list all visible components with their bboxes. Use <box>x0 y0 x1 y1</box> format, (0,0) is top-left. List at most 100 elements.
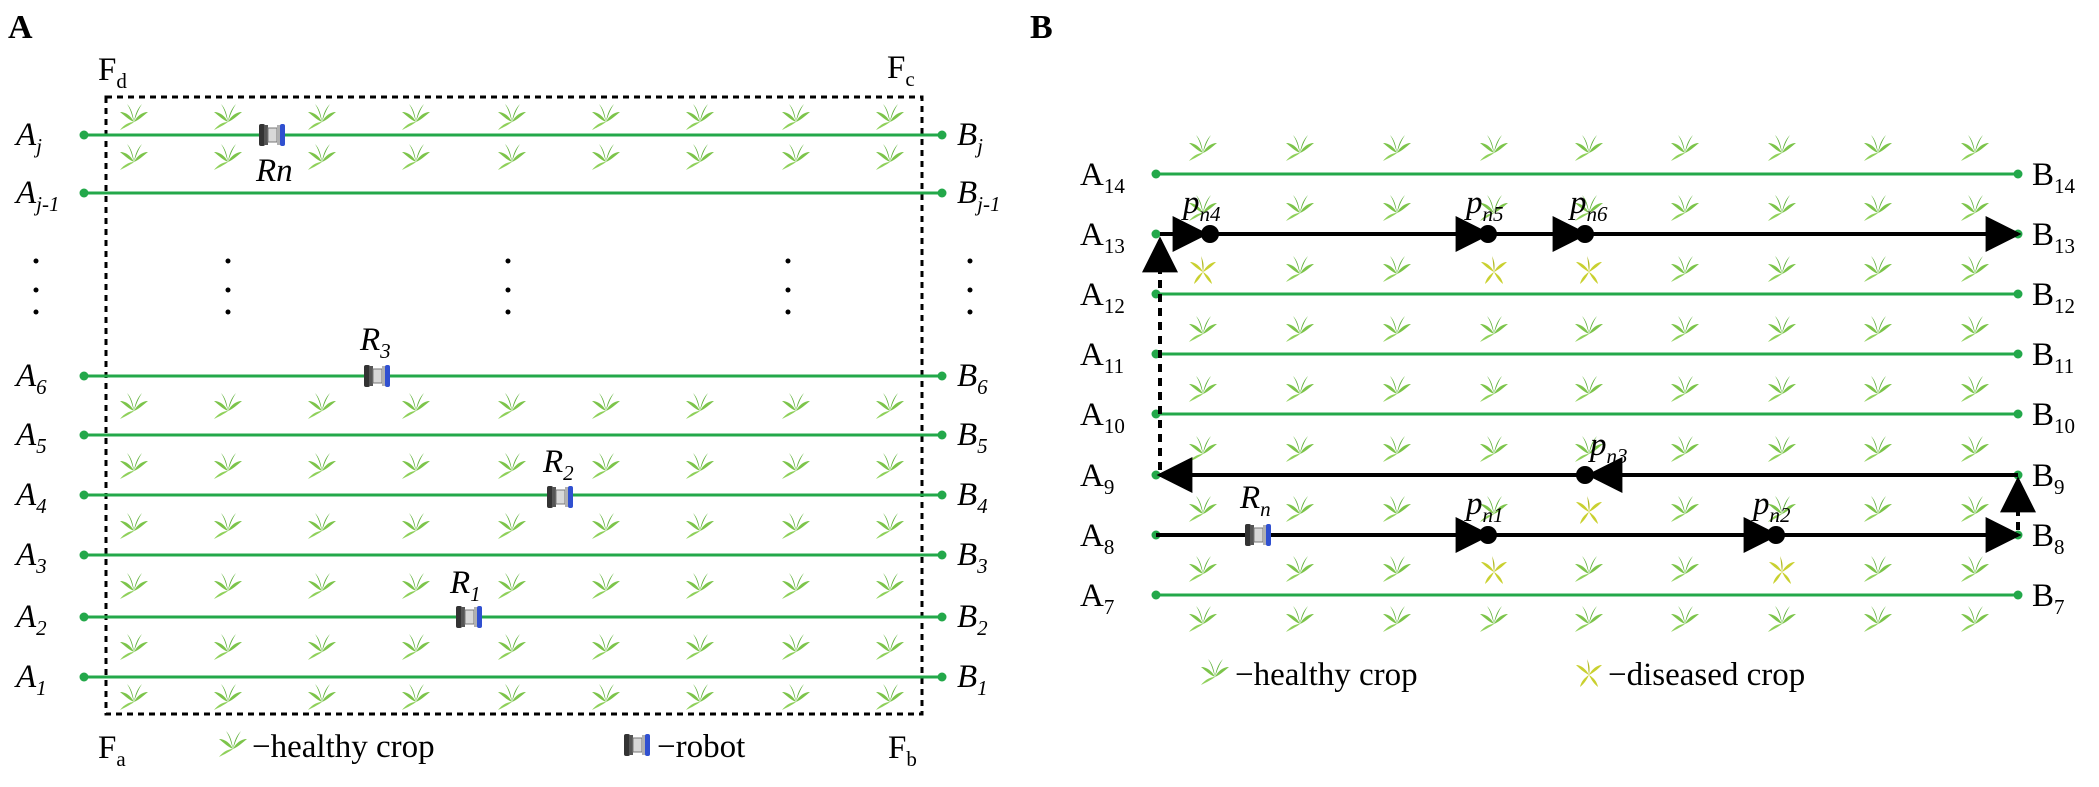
row-endpoint <box>937 371 947 381</box>
healthy-crop-icon <box>1189 436 1217 462</box>
healthy-crop-icon <box>1480 316 1508 342</box>
ellipsis-dot <box>967 258 973 264</box>
legend-healthy-crop: −healthy crop <box>1235 657 1418 693</box>
diseased-crop-icon <box>1576 659 1602 687</box>
healthy-crop-icon <box>1286 135 1314 161</box>
healthy-crop-icon <box>308 573 336 599</box>
ellipsis-dot <box>33 287 39 293</box>
healthy-crop-icon <box>1201 659 1229 685</box>
waypoint-label: pn2 <box>1751 486 1791 527</box>
waypoint-label: pn3 <box>1588 427 1628 468</box>
healthy-crop-icon <box>120 393 148 419</box>
waypoint-pn4 <box>1201 225 1219 243</box>
row-label-right: B14 <box>2032 157 2076 198</box>
healthy-crop-icon <box>1189 496 1217 522</box>
healthy-crop-icon <box>498 144 526 170</box>
healthy-crop-icon <box>1383 496 1411 522</box>
corner-fd: Fd <box>98 52 127 93</box>
row-label-left: A3 <box>14 537 47 578</box>
healthy-crop-icon <box>214 573 242 599</box>
waypoint-pn5 <box>1479 225 1497 243</box>
row-label-left: A7 <box>1080 578 1114 619</box>
ellipsis-dot <box>225 287 231 293</box>
healthy-crop-icon <box>876 104 904 130</box>
ellipsis-dots <box>33 258 973 315</box>
ellipsis-dot <box>785 258 791 264</box>
row-label-right: Bj <box>957 117 983 158</box>
waypoint-pn3 <box>1576 466 1594 484</box>
healthy-crop-icon <box>782 144 810 170</box>
healthy-crop-icon <box>1189 316 1217 342</box>
healthy-crop-icon <box>498 104 526 130</box>
healthy-crop-icon <box>1864 195 1892 221</box>
healthy-crop-icon <box>592 104 620 130</box>
healthy-crop-icon <box>1286 556 1314 582</box>
healthy-crop-icon <box>1864 135 1892 161</box>
robot-path <box>1142 216 2036 553</box>
legend-diseased-crop: −diseased crop <box>1608 657 1805 693</box>
row-endpoint <box>2013 349 2023 359</box>
row-label-left: A9 <box>1080 458 1114 499</box>
row-label-left: Aj <box>14 117 42 158</box>
ellipsis-dot <box>33 258 39 264</box>
healthy-crop-icon <box>1671 496 1699 522</box>
healthy-crop-icon <box>1383 436 1411 462</box>
healthy-crop-icon <box>1671 376 1699 402</box>
ellipsis-dot <box>225 309 231 315</box>
healthy-crop-icon <box>1480 436 1508 462</box>
robot-icon <box>1244 523 1272 547</box>
row-label-right: B1 <box>957 659 988 700</box>
ellipsis-dot <box>225 258 231 264</box>
healthy-crop-icon <box>214 453 242 479</box>
healthy-crop-icon <box>120 144 148 170</box>
row-endpoint <box>79 188 89 198</box>
healthy-crop-icon <box>686 684 714 710</box>
healthy-crop-icon <box>498 513 526 539</box>
healthy-crop-icon <box>214 144 242 170</box>
healthy-crop-icon <box>498 393 526 419</box>
robot-label: R2 <box>542 444 574 485</box>
healthy-crop-icon <box>1575 606 1603 632</box>
row-label-right: B8 <box>2032 518 2065 559</box>
healthy-crop-icon <box>592 684 620 710</box>
row-endpoint <box>79 130 89 140</box>
robot-icon <box>363 364 391 388</box>
healthy-crop-icon <box>1383 316 1411 342</box>
row-endpoint <box>1151 470 1161 480</box>
corner-fc: Fc <box>887 50 915 91</box>
healthy-crop-icon <box>1383 606 1411 632</box>
healthy-crop-icon <box>1864 436 1892 462</box>
panel-a-letter: A <box>8 9 33 46</box>
healthy-crop-icon <box>1768 316 1796 342</box>
row-label-left: A1 <box>14 659 47 700</box>
healthy-crop-icon <box>1961 376 1989 402</box>
healthy-crop-icon <box>498 573 526 599</box>
row-endpoint <box>79 550 89 560</box>
healthy-crop-icon <box>1383 376 1411 402</box>
healthy-crop-icon <box>782 393 810 419</box>
diseased-crop-icon <box>1190 256 1216 284</box>
healthy-crop-icon <box>1768 195 1796 221</box>
diseased-crop-icon <box>1481 256 1507 284</box>
healthy-crop-icon <box>782 513 810 539</box>
healthy-crop-icon <box>876 144 904 170</box>
diseased-crop-icon <box>1769 556 1795 584</box>
robot-label: R1 <box>449 565 481 606</box>
row-endpoint <box>79 371 89 381</box>
healthy-crop-icon <box>1961 606 1989 632</box>
ellipsis-dot <box>505 309 511 315</box>
healthy-crop-icon <box>1961 256 1989 282</box>
healthy-crop-icon <box>592 513 620 539</box>
row-endpoint <box>79 430 89 440</box>
healthy-crop-icon <box>782 573 810 599</box>
row-endpoint <box>937 490 947 500</box>
robot-icon <box>623 733 651 757</box>
healthy-crop-icon <box>876 684 904 710</box>
row-endpoint <box>79 612 89 622</box>
ellipsis-dot <box>967 309 973 315</box>
healthy-crop-icon <box>686 513 714 539</box>
waypoint-pn1 <box>1479 526 1497 544</box>
healthy-crop-icon <box>1864 376 1892 402</box>
corner-fa: Fa <box>98 730 126 771</box>
